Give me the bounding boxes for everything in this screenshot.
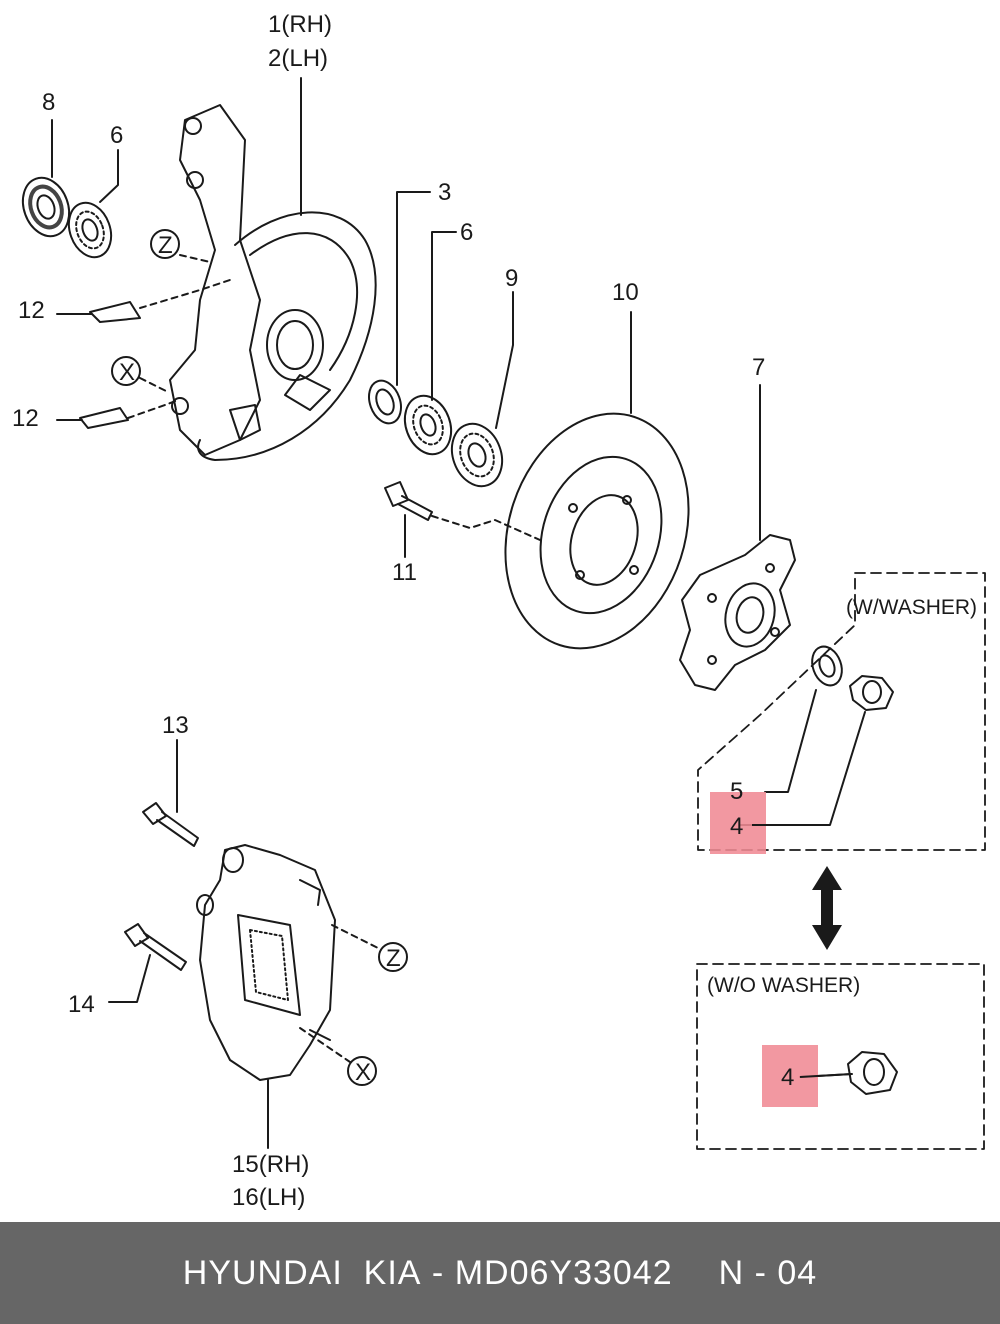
footer-part-number: MD06Y33042 (454, 1253, 673, 1292)
callout-2-lh: 2(LH) (268, 45, 328, 72)
steering-knuckle-part-1-2 (169, 104, 324, 456)
without-washer-label: (W/O WASHER) (707, 974, 860, 997)
callout-12-upper: 12 (18, 297, 45, 324)
clip-part-12-lower (79, 407, 129, 429)
brake-disc-part-10 (504, 412, 690, 650)
symbol-z-lower: Z (386, 945, 401, 972)
interchange-arrow (812, 866, 842, 950)
callout-9: 9 (505, 265, 518, 292)
callout-4-with-washer: 4 (730, 813, 743, 840)
callout-1-rh: 1(RH) (268, 11, 332, 38)
symbol-x-upper: X (119, 359, 135, 386)
symbol-x-lower: X (355, 1059, 371, 1086)
bolt-part-11 (384, 481, 541, 541)
callout-11: 11 (392, 559, 417, 586)
callout-4-without-washer: 4 (781, 1064, 794, 1091)
callout-13: 13 (162, 712, 189, 739)
seal-part-3 (368, 379, 402, 425)
footer-separator: - (421, 1253, 455, 1292)
bearing-part-6-left (67, 201, 113, 259)
highlight-part-4-with-washer (710, 792, 766, 854)
callout-15-rh: 15(RH) (232, 1151, 309, 1178)
washer-part-5 (811, 645, 843, 687)
nut-part-4-without-washer (847, 1051, 898, 1095)
bearing-part-6-center (403, 394, 453, 456)
brake-caliper-part-15-16 (196, 844, 336, 1081)
symbol-z-upper: Z (158, 232, 173, 259)
bolt-part-13 (142, 802, 199, 847)
without-washer-box (696, 963, 985, 1150)
callout-14: 14 (68, 991, 95, 1018)
callout-5: 5 (730, 778, 743, 805)
callout-16-lh: 16(LH) (232, 1184, 305, 1211)
callout-10: 10 (612, 279, 639, 306)
bolt-part-14 (124, 923, 187, 971)
with-washer-box (697, 572, 986, 851)
clip-part-12-upper (89, 301, 141, 323)
leader-lines (51, 77, 866, 1149)
exploded-parts-diagram: 1(RH) 2(LH) 8 6 3 6 9 10 7 12 12 11 (W/W… (12, 11, 986, 1211)
oil-seal-part-8 (21, 176, 71, 238)
callout-3: 3 (438, 179, 451, 206)
callout-8: 8 (42, 89, 55, 116)
part-number-footer: HYUNDAI KIA - MD06Y33042 N - 04 (0, 1222, 1000, 1324)
footer-code: N - 04 (718, 1253, 818, 1292)
callout-6-left: 6 (110, 122, 123, 149)
with-washer-label: (W/WASHER) (846, 596, 977, 619)
dust-shield (197, 211, 377, 461)
callout-12-lower: 12 (12, 405, 39, 432)
nut-part-4-with-washer (849, 675, 894, 711)
hub-part-7 (679, 534, 796, 691)
footer-brand: HYUNDAI KIA (182, 1253, 422, 1292)
bearing-part-9 (450, 422, 504, 488)
callout-7: 7 (752, 354, 765, 381)
callout-6-center: 6 (460, 219, 473, 246)
